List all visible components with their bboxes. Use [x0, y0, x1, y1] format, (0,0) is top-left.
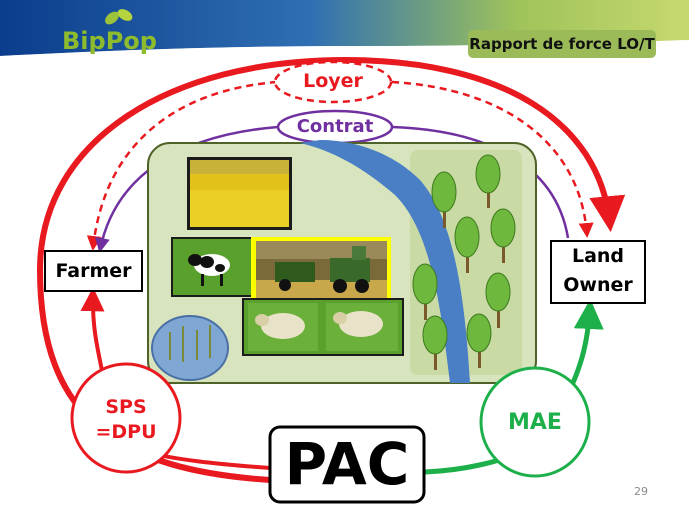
rapeseed-field-image	[187, 157, 292, 230]
loyer-label: Loyer	[275, 70, 391, 92]
farmer-label: Farmer	[46, 252, 141, 290]
pac-label: PAC	[270, 427, 424, 502]
sps-line1: SPS	[72, 395, 180, 420]
land-owner-box: Land Owner	[550, 240, 646, 304]
harvest-image	[251, 237, 391, 307]
slide-title: Rapport de force LO/T	[468, 35, 656, 53]
page-number: 29	[626, 485, 656, 498]
contrat-label: Contrat	[278, 116, 392, 137]
cow-image	[171, 237, 254, 297]
sps-label: SPS =DPU	[72, 395, 180, 445]
land-owner-line1: Land	[552, 242, 644, 271]
pond	[152, 316, 228, 380]
mae-label: MAE	[481, 410, 589, 435]
farmer-box: Farmer	[44, 250, 143, 292]
logo-text: BipPop	[62, 27, 152, 55]
sheep-image	[242, 298, 404, 356]
land-owner-line2: Owner	[552, 271, 644, 300]
sps-line2: =DPU	[72, 420, 180, 445]
